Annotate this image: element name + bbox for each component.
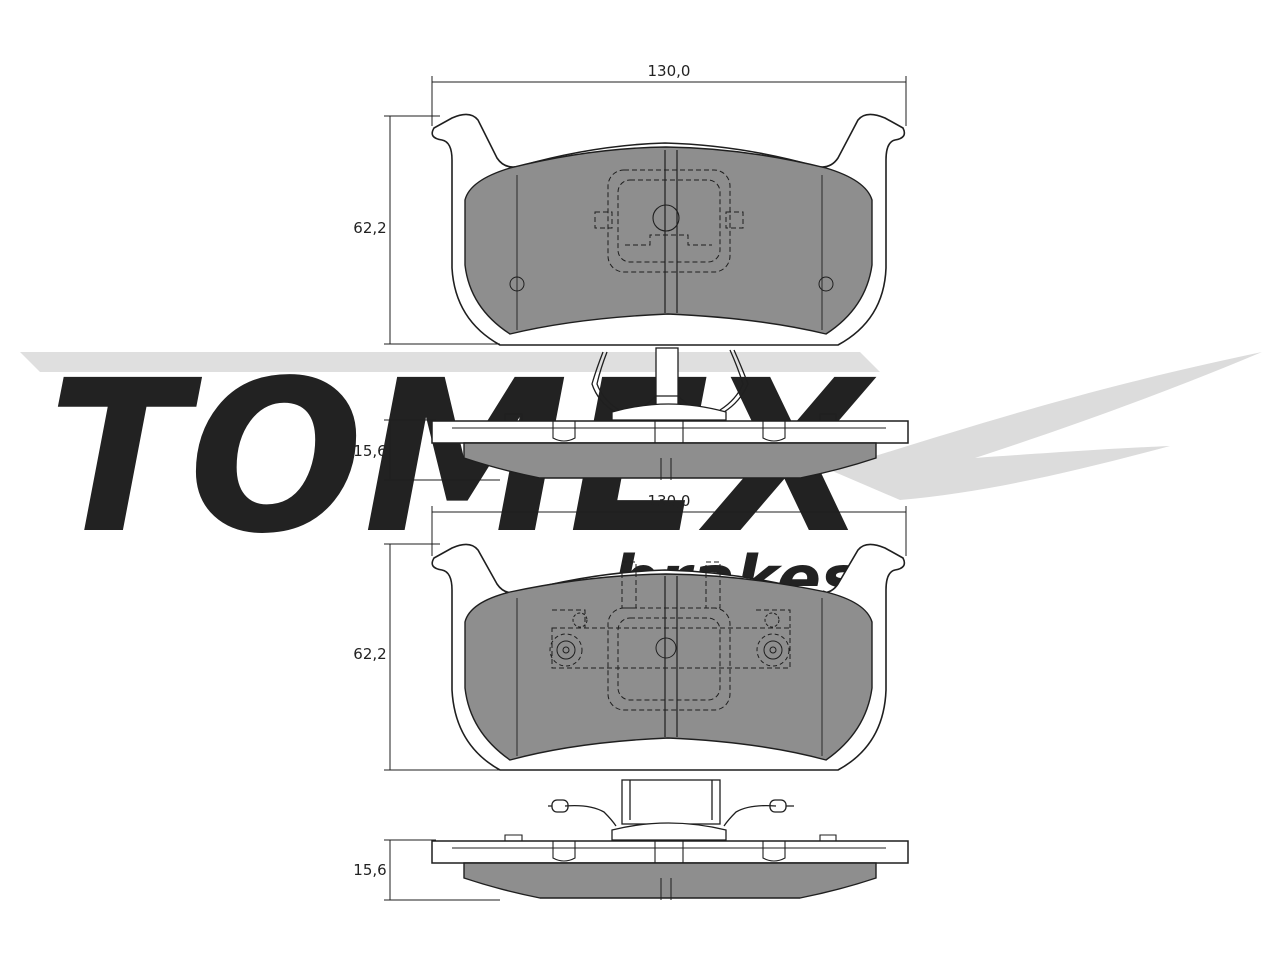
pad-1-side-friction	[463, 442, 877, 479]
pad-2-thickness-label: 15,6	[353, 861, 386, 879]
pad-1-height-label: 62,2	[353, 219, 386, 237]
pad-2-sensor-clip	[548, 779, 794, 841]
pad-2-front-view	[431, 543, 906, 771]
pad-2-side-friction	[463, 862, 877, 899]
pad-1-side-tabs	[452, 413, 886, 443]
pad-1-friction-material	[464, 146, 873, 335]
pad-1-wear-indicator-left	[509, 276, 525, 292]
pad-1-thickness-label: 15,6	[353, 442, 386, 460]
pad-2-clip-hidden-lines	[551, 561, 791, 711]
pad-2-height-label: 62,2	[353, 645, 386, 663]
pad-1-front-view	[431, 113, 906, 346]
pad-2-dimensions	[384, 506, 907, 901]
pad-1-spring-clip	[591, 347, 749, 421]
pad-1-side-view	[431, 347, 909, 480]
pad-2-side-view	[431, 779, 909, 900]
pad-1-dimensions	[384, 76, 907, 481]
pad-1-clip-hidden-lines	[594, 169, 744, 273]
pad-1-width-label: 130,0	[648, 62, 691, 80]
watermark-swoosh	[830, 352, 1262, 500]
pad-2-friction-material	[464, 573, 873, 761]
pad-1-center-pin	[652, 204, 680, 232]
pad-2-sensor-bosses	[549, 612, 790, 667]
pad-1-side-backing-plate	[431, 420, 909, 444]
pad-2-side-tabs	[452, 834, 886, 863]
pad-1-wear-indicator-right	[818, 276, 834, 292]
pad-2-side-backing-plate	[431, 840, 909, 864]
pad-2-width-label: 130,0	[648, 492, 691, 510]
